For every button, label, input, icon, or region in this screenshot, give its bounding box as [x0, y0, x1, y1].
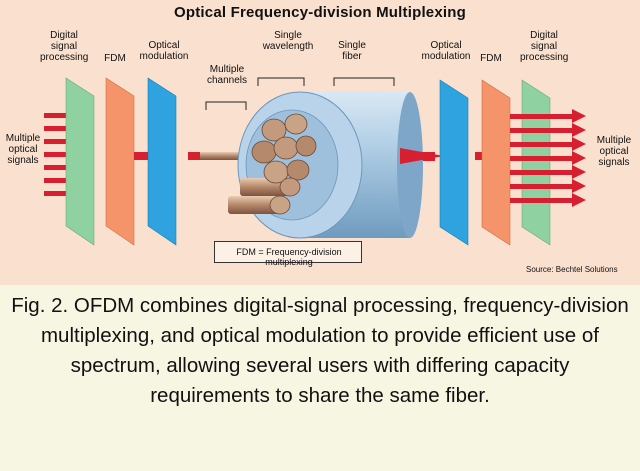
right-optmod-panel [439, 79, 469, 246]
label-right-dsp: Digital signal processing [520, 30, 569, 63]
right-fdm-panel [481, 79, 511, 246]
callout-lines [205, 77, 395, 110]
output-signal-arrows [510, 109, 586, 207]
label-single-fiber: Single fiber [338, 40, 366, 62]
input-signal-arrows [44, 113, 84, 196]
legend-box: FDM = Frequency-division multiplexing [214, 241, 362, 267]
left-dsp-panel [65, 77, 95, 246]
single-wavelength-fiber [200, 152, 270, 160]
left-optmod-panel [147, 77, 177, 246]
label-input-signals: Multiple optical signals [5, 133, 41, 166]
label-right-optmod: Optical modulation [421, 40, 471, 62]
label-right-fdm: FDM [480, 53, 502, 64]
legend-text: FDM = Frequency-division multiplexing [236, 247, 342, 267]
label-single-wavelength: Single wavelength [262, 30, 314, 52]
right-dsp-panel [521, 79, 551, 246]
diagram-graphic [44, 77, 586, 246]
label-left-optmod: Optical modulation [139, 40, 189, 62]
label-left-dsp: Digital signal processing [40, 30, 89, 63]
figure-caption: Fig. 2. OFDM combines digital-signal pro… [0, 285, 640, 471]
source-credit: Source: Bechtel Solutions [526, 265, 618, 274]
fiber-output-arrow [400, 148, 444, 164]
connector-fdm-to-mod [134, 152, 148, 160]
label-output-signals: Multiple optical signals [596, 135, 632, 168]
single-fiber-cylinder [237, 91, 423, 239]
caption-text: Fig. 2. OFDM combines digital-signal pro… [11, 294, 629, 407]
label-left-fdm: FDM [104, 53, 126, 64]
diagram-title: Optical Frequency-division Multiplexing [173, 4, 466, 21]
ofdm-diagram: Optical Frequency-division Multiplexing … [0, 0, 640, 285]
multiple-channels-bundle [228, 113, 317, 215]
label-multiple-channels: Multiple channels [206, 64, 248, 86]
left-fdm-panel [105, 77, 135, 246]
connector-mod-to-fiber [188, 152, 200, 160]
